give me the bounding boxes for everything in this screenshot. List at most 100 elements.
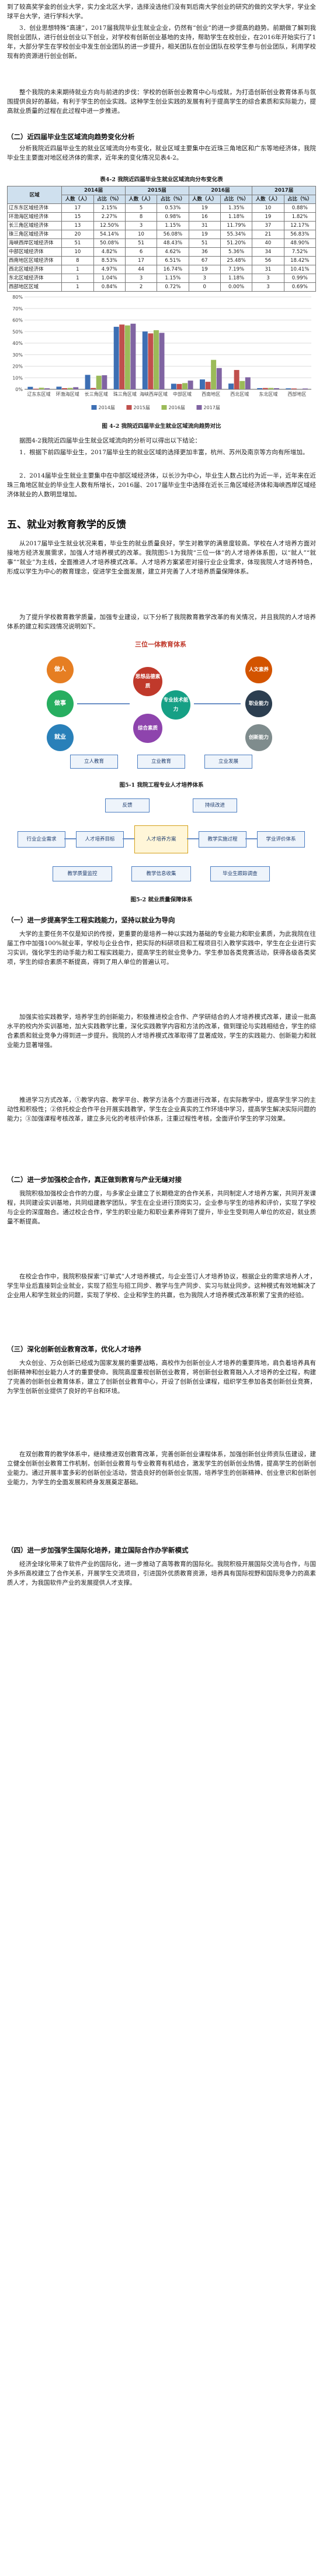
table-cell: 50.08% <box>93 238 126 248</box>
bottom-box-1: 立人教育 <box>70 755 118 769</box>
table-cell: 0.72% <box>157 282 189 292</box>
paragraph-2: 整个我院的未来期待就业方向与前进的步伐：学校的创新创业教育中心与成就，为打造创新… <box>7 89 316 115</box>
bar <box>96 375 102 389</box>
legend-swatch <box>196 405 202 410</box>
circle-left-3: 就业 <box>47 724 74 751</box>
table-subheader-cell: 人数（人） <box>188 195 221 204</box>
d2-mid-box-4: 教学实施过程 <box>199 831 246 848</box>
chart-caption: 图 4-2 我院近四届毕业生就业区域流向趋势对比 <box>102 423 221 430</box>
table-cell: 1.18% <box>220 274 253 283</box>
table-cell: 13 <box>61 221 94 230</box>
table-cell: 0.84% <box>93 282 126 292</box>
table-cell: 2.15% <box>93 203 126 213</box>
paragraph-14: 大众创业、万众创新已经成为国家发展的重要战略，高校作为创新创业人才培养的重要阵地… <box>7 1360 316 1395</box>
circle-left-2: 做事 <box>47 690 74 717</box>
table-cell: 40 <box>252 238 284 248</box>
table-cell: 56.08% <box>157 230 189 239</box>
bar <box>124 325 130 389</box>
y-tick-label: 60% <box>12 318 23 323</box>
d2-mid-box-3: 人才培养方案 <box>134 825 188 853</box>
bar <box>228 383 234 389</box>
arrow-left <box>77 703 130 704</box>
table-header-year-2014: 2014届 <box>61 186 126 195</box>
paragraph-13: 在校企合作中，我院积极探索“订单式”人才培养模式，与企业签订人才培养协议，根据企… <box>7 1273 316 1299</box>
bar <box>182 383 188 389</box>
table-cell: 25.48% <box>220 256 253 265</box>
table-cell: 34 <box>252 247 284 257</box>
table-cell: 3 <box>124 274 158 283</box>
bar <box>159 333 165 389</box>
y-tick-label: 0% <box>15 387 23 392</box>
table-cell: 0 <box>188 282 221 292</box>
table-cell-region: 西部地区区域 <box>6 282 62 292</box>
table-cell: 10 <box>124 230 158 239</box>
table-cell: 1.18% <box>220 212 253 222</box>
table-cell: 19 <box>252 212 284 222</box>
table-cell: 0.53% <box>157 203 189 213</box>
table-subheader-cell: 人数（人） <box>124 195 158 204</box>
legend-label: 2015届 <box>134 405 150 410</box>
legend-swatch <box>126 405 132 410</box>
heading-regional-flow: （二）近四届毕业生区域流向趋势变化分析 <box>7 133 135 141</box>
bar <box>200 379 205 389</box>
table-cell-region: 环渤海区域经济体 <box>6 212 62 222</box>
heading-sub1: （一）进一步提高学生工程实践能力，坚持以就业为导向 <box>7 916 175 924</box>
paragraph-11: 推进学习方式改革，①教学内容、教学平台、教学方法各个方面进行改革，在实际教学中，… <box>7 1097 316 1122</box>
table-header-region: 区域 <box>6 186 62 204</box>
bar <box>67 388 73 389</box>
bar-chart-svg: 0%10%20%30%40%50%60%70%80%辽东东区域环渤海区域长三角区… <box>12 295 311 410</box>
bar <box>130 323 136 389</box>
table-cell-region: 珠三角区域经济体 <box>6 230 62 239</box>
table-cell: 0.98% <box>157 212 189 222</box>
d2-bottom-box-2: 教学信息收集 <box>131 866 191 881</box>
paragraph-8: 为了提升学校教育教学质量，加强专业建设，以下分析了我院教育教学改革的有关情况，并… <box>7 614 316 630</box>
paragraph-16: 经济全球化带来了软件产业的国际化，进一步推动了高等教育的国际化。我院积极开展国际… <box>7 1561 316 1586</box>
table-cell: 8 <box>61 256 94 265</box>
table-cell-region: 海峡西岸区域经济体 <box>6 238 62 248</box>
diagram1-caption: 图5-1 我院工程专业人才培养体系 <box>119 782 204 789</box>
table-cell: 48.43% <box>157 238 189 248</box>
table-cell: 31 <box>188 221 221 230</box>
paragraph-15: 在双创教育的教学体系中，继续推进双创教育改革，完善创新创业课程体系，加强创新创业… <box>7 1451 316 1486</box>
legend-swatch <box>91 405 97 410</box>
table-cell: 51 <box>61 238 94 248</box>
paragraph-1: 3．创业思想特殊“高速”，2017届我院毕业生就业企业，仍然有“创业”的进一步提… <box>7 25 316 60</box>
table-caption: 表4-2 我院近四届毕业生就业区域流向分布变化表 <box>100 177 223 183</box>
table-cell-region: 西南地区区域经济体 <box>6 256 62 265</box>
table-cell: 6 <box>124 247 158 257</box>
bar <box>262 388 268 389</box>
bar <box>211 359 217 389</box>
d2-mid-box-1: 行业企业需求 <box>18 831 65 848</box>
x-tick-label: 西南地区 <box>202 391 220 397</box>
bar <box>27 386 33 389</box>
circle-center-2: 专业技术能力 <box>161 690 190 720</box>
paragraph-7: 从2017届毕业生就业状况来看，毕业生的就业质量良好，学生对教学的满意度较高。学… <box>7 540 316 575</box>
table-cell: 16 <box>188 212 221 222</box>
table-cell: 44 <box>124 265 158 274</box>
x-tick-label: 珠三角区域 <box>113 391 137 397</box>
table-cell: 6.51% <box>157 256 189 265</box>
table-cell: 10 <box>61 247 94 257</box>
y-tick-label: 50% <box>12 329 23 334</box>
table-cell: 1.04% <box>93 274 126 283</box>
table-cell: 7.19% <box>220 265 253 274</box>
bar <box>257 388 263 389</box>
paragraph-10: 加强实验实践教学，培养学生的创新能力，积极推进校企合作、产学研结合的人才培养模式… <box>7 1014 316 1049</box>
table-cell: 1.82% <box>283 212 317 222</box>
table-cell: 55.34% <box>220 230 253 239</box>
bar <box>239 381 245 389</box>
circle-right-1: 人文素养 <box>245 656 272 683</box>
table-cell: 10 <box>252 203 284 213</box>
x-tick-label: 中部区域 <box>173 391 192 397</box>
table-cell: 12.50% <box>93 221 126 230</box>
bar <box>153 330 159 389</box>
x-tick-label: 长三角区域 <box>85 391 108 397</box>
bar <box>268 388 274 389</box>
table-cell: 37 <box>252 221 284 230</box>
bar <box>39 388 44 389</box>
